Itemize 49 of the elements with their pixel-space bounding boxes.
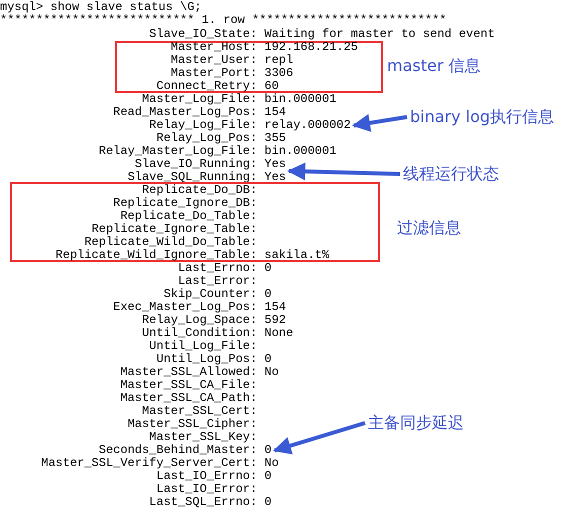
output-line: Replicate_Ignore_DB: — [113, 197, 258, 210]
output-line: Last_IO_Error: — [156, 483, 258, 496]
output-line: Replicate_Wild_Ignore_Table: sakila.t% — [56, 249, 330, 262]
output-line: Slave_IO_Running: Yes — [134, 158, 286, 171]
highlight-box — [115, 41, 383, 93]
output-line: Last_SQL_Errno: 0 — [149, 496, 272, 509]
output-line: Master_Log_File: bin.000001 — [142, 93, 336, 106]
annotation-text: master 信息 — [387, 57, 481, 75]
output-line: Last_Error: — [178, 275, 258, 288]
annotation-text: 过滤信息 — [397, 219, 461, 237]
output-line: Last_Errno: 0 — [178, 262, 272, 275]
output-line: Skip_Counter: 0 — [164, 288, 272, 301]
output-line: Slave_SQL_Running: Yes — [128, 171, 286, 184]
output-line: Master_SSL_Allowed: No — [120, 366, 279, 379]
annotation-text: 主备同步延迟 — [368, 414, 464, 432]
output-line: Replicate_Do_Table: — [120, 210, 258, 223]
output-line: Master_User: repl — [170, 54, 294, 67]
output-line: Replicate_Wild_Do_Table: — [84, 236, 258, 249]
output-line: Master_SSL_Cipher: — [128, 418, 258, 431]
output-line: Until_Condition: None — [142, 327, 294, 340]
annotation-text: 线程运行状态 — [403, 165, 499, 183]
output-line: Until_Log_Pos: 0 — [156, 353, 272, 366]
output-line: Seconds_Behind_Master: 0 — [98, 444, 272, 457]
output-line: Last_IO_Errno: 0 — [156, 470, 272, 483]
output-line: Read_Master_Log_Pos: 154 — [113, 106, 286, 119]
output-line: mysql> show slave status \G; — [0, 1, 202, 14]
output-line: *************************** 1. row *************************** — [0, 14, 446, 27]
output-line: Relay_Master_Log_File: bin.000001 — [98, 145, 336, 158]
output-line: Replicate_Ignore_Table: — [92, 223, 258, 236]
output-line: Relay_Log_File: relay.000002 — [149, 119, 351, 132]
output-line: Master_Host: 192.168.21.25 — [170, 41, 358, 54]
annotation-text: binary log执行信息 — [410, 108, 554, 126]
output-line: Master_SSL_CA_File: — [120, 379, 258, 392]
output-line: Connect_Retry: 60 — [156, 80, 279, 93]
output-line: Slave_IO_State: Waiting for master to send event — [149, 28, 495, 41]
output-line: Master_SSL_Verify_Server_Cert: No — [41, 457, 279, 470]
highlight-box — [10, 182, 380, 262]
output-line: Master_Port: 3306 — [170, 67, 294, 80]
output-line: Until_Log_File: — [149, 340, 258, 353]
arrow — [352, 114, 408, 132]
output-line: Master_SSL_Cert: — [142, 405, 258, 418]
output-line: Replicate_Do_DB: — [142, 184, 258, 197]
output-line: Relay_Log_Pos: 355 — [156, 132, 286, 145]
arrow — [272, 421, 366, 454]
output-line: Relay_Log_Space: 592 — [142, 314, 286, 327]
output-line: Master_SSL_CA_Path: — [120, 392, 258, 405]
arrow — [287, 162, 400, 180]
output-line: Exec_Master_Log_Pos: 154 — [113, 301, 286, 314]
output-line: Master_SSL_Key: — [149, 431, 258, 444]
